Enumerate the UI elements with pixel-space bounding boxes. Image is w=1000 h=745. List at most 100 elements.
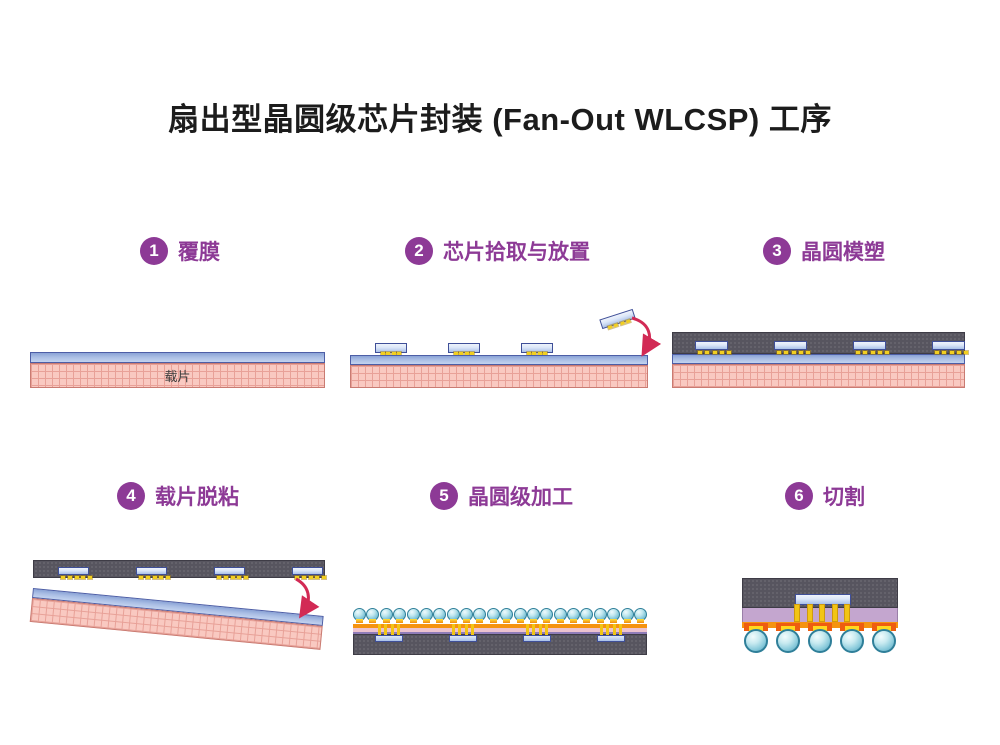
solder-bump (884, 350, 890, 355)
via-pillar (390, 624, 394, 635)
ball-pad-core (877, 626, 891, 631)
embedded-chip (136, 567, 173, 580)
ball-pad (529, 619, 537, 623)
solder-ball (540, 608, 554, 623)
ball-pad (744, 623, 768, 631)
die-chip (214, 567, 245, 575)
ball-pad (382, 619, 390, 623)
solder-bump (541, 351, 548, 356)
solder-bump (934, 350, 940, 355)
solder-bump (797, 350, 804, 355)
incoming-die-chip (599, 308, 636, 331)
via-pillar (526, 624, 529, 635)
die-chip (448, 343, 480, 356)
ball-pad (808, 623, 832, 631)
solder-bump (390, 351, 397, 356)
ball-pad (449, 619, 457, 623)
solder-ball (366, 608, 380, 623)
ball-unit (808, 623, 832, 653)
solder-bump (73, 575, 80, 580)
step-6-badge: 6 (785, 482, 813, 510)
ubm-pad-layer (353, 624, 647, 628)
embedded-chip (292, 567, 329, 580)
solder-ball (473, 608, 487, 623)
solder-ball (567, 608, 580, 623)
solder-ball (580, 608, 594, 623)
ball-pad (596, 619, 604, 623)
via-pillar (844, 604, 850, 622)
solder-ball (433, 608, 447, 623)
via-pillar (544, 624, 548, 635)
step-2-label: 2 芯片拾取与放置 (405, 236, 590, 266)
step-2-diagram-pick-and-place (350, 308, 662, 390)
solder-bump (300, 575, 307, 580)
solder-ball (486, 608, 500, 623)
solder-bump (144, 575, 151, 580)
step-5-label: 5 晶圆级加工 (430, 481, 573, 511)
solder-bump (229, 575, 236, 580)
die-chip (292, 567, 323, 575)
solder-bump (385, 351, 392, 356)
ball-unit (872, 623, 896, 653)
solder-bump (704, 350, 711, 355)
die-chip (932, 341, 965, 350)
solder-bump (869, 350, 876, 355)
via-pillar (532, 624, 536, 635)
solder-bump (151, 575, 158, 580)
solder-ball (446, 608, 460, 623)
ball-pad (840, 623, 864, 631)
die-chip (136, 567, 167, 575)
released-carrier (29, 588, 324, 650)
die-chip (375, 635, 403, 642)
ball-unit (744, 623, 768, 653)
embedded-chips (58, 567, 329, 580)
solder-ball (553, 608, 567, 623)
molded-wafer (33, 560, 327, 580)
solder-bump (862, 350, 869, 355)
embedded-chip (774, 341, 813, 355)
adhesive-film-layer (30, 352, 325, 363)
embedded-chips (695, 341, 971, 355)
ball-pad-core (845, 626, 859, 631)
carrier-wafer: 载片 (30, 363, 325, 388)
solder-bump (618, 319, 626, 327)
step-3-label: 3 晶圆模塑 (763, 236, 885, 266)
via-pillar (538, 624, 542, 635)
chip-bumps (58, 575, 95, 580)
ball-pad (463, 619, 470, 623)
ball-pad (396, 619, 404, 623)
solder-ball (607, 608, 621, 623)
chip-bumps (136, 575, 173, 580)
solder-ball (419, 608, 433, 623)
solder-bump (963, 350, 969, 355)
solder-ball (620, 608, 634, 623)
via-pillars (375, 624, 403, 635)
solder-ball (744, 629, 768, 653)
solder-ball (633, 608, 647, 623)
via-pillar (600, 624, 603, 635)
step-6-text: 切割 (823, 486, 865, 509)
solder-bump (876, 350, 883, 355)
via-pillar (831, 604, 838, 622)
solder-bump (718, 350, 725, 355)
via-pillar (378, 624, 381, 635)
via-pillar (794, 604, 800, 622)
step-3-badge: 3 (763, 237, 791, 265)
solder-ball (776, 629, 800, 653)
solder-bump (711, 350, 718, 355)
embedded-chip (375, 624, 403, 642)
ball-pad (369, 619, 377, 623)
chip-bumps (378, 351, 404, 356)
solder-ball-row (353, 608, 647, 623)
embedded-chip (853, 341, 892, 355)
chip-bumps (695, 350, 734, 355)
carrier-wafer (350, 365, 648, 388)
via-pillar (618, 624, 622, 635)
solder-bump (612, 321, 620, 329)
solder-bump (222, 575, 229, 580)
solder-bump (243, 575, 249, 580)
ball-pad (409, 619, 417, 623)
step-6-label: 6 切割 (785, 481, 865, 511)
ball-pad (503, 619, 511, 623)
solder-ball (872, 629, 896, 653)
